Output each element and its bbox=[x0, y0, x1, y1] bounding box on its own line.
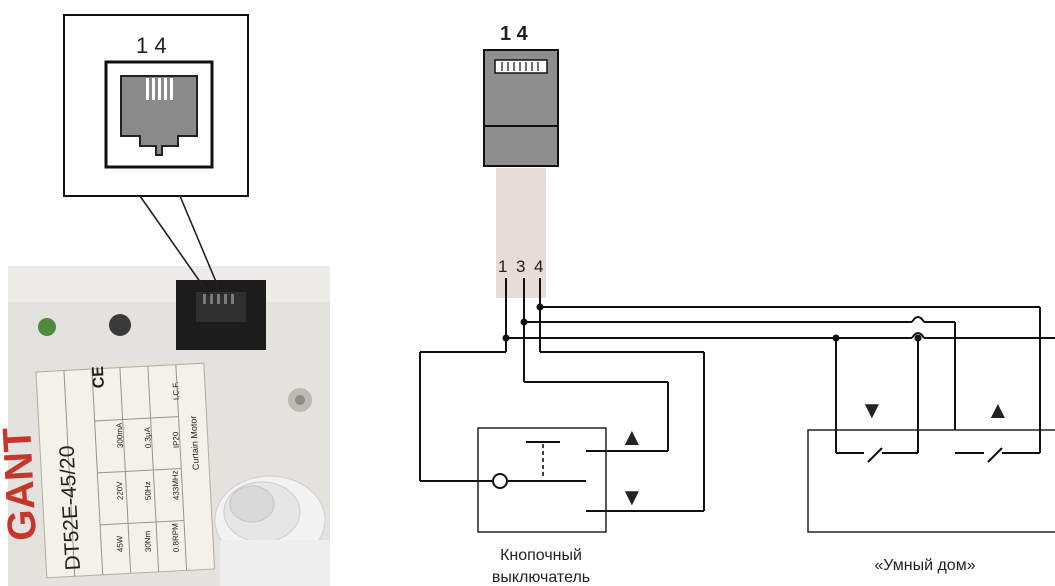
spec-product-type: Curtain Motor bbox=[188, 415, 201, 470]
brand-logo: GANT bbox=[0, 426, 45, 541]
cable-gland bbox=[214, 475, 330, 586]
wire-number-1: 1 bbox=[498, 257, 507, 276]
spec-radio: 433MHz bbox=[170, 470, 181, 500]
plug-pin-numbers: 1 4 bbox=[500, 23, 529, 45]
push-button-switch: ▲ ▼ Кнопочный выключатель bbox=[477, 424, 644, 586]
smart-home-module: ▼ ▲ «Умный дом» bbox=[807, 397, 1055, 574]
socket-callout: 1 4 bbox=[63, 14, 249, 297]
switch-up-arrow-icon: ▲ bbox=[620, 424, 644, 451]
smart-home-label: «Умный дом» bbox=[874, 557, 975, 574]
spec-icf: I.C.F. bbox=[171, 381, 181, 400]
spec-power: 45W bbox=[115, 535, 125, 552]
wire-number-4: 4 bbox=[534, 257, 543, 276]
spec-frequency: 50Hz bbox=[143, 481, 153, 500]
spec-speed: 0.8RPM bbox=[170, 523, 181, 553]
callout-pin-numbers: 1 4 bbox=[136, 33, 167, 58]
switch-label-line1: Кнопочный bbox=[500, 547, 582, 564]
rj-plug: 1 4 bbox=[483, 23, 559, 298]
device-rating-label bbox=[35, 362, 216, 579]
ce-mark: CE bbox=[90, 365, 108, 388]
switch-label-line2: выключатель bbox=[492, 569, 590, 586]
status-led-green bbox=[38, 318, 56, 336]
spec-standby: 0.3μA bbox=[143, 426, 153, 448]
status-led-dark bbox=[109, 314, 131, 336]
device-photo: GANT DT52E-45/20 CE 220V 50Hz 300mA 0.3μ… bbox=[0, 266, 330, 586]
wire-number-3: 3 bbox=[516, 257, 525, 276]
smart-home-down-arrow-icon: ▼ bbox=[860, 397, 884, 424]
spec-ip: IP20 bbox=[171, 431, 181, 448]
spec-torque: 30Nm bbox=[143, 530, 153, 552]
cable-jacket bbox=[496, 168, 546, 298]
wiring bbox=[419, 278, 1055, 512]
smart-home-up-arrow-icon: ▲ bbox=[986, 397, 1010, 424]
switch-down-arrow-icon: ▼ bbox=[620, 484, 644, 511]
spec-current: 300mA bbox=[115, 422, 125, 448]
spec-voltage: 220V bbox=[115, 481, 125, 501]
